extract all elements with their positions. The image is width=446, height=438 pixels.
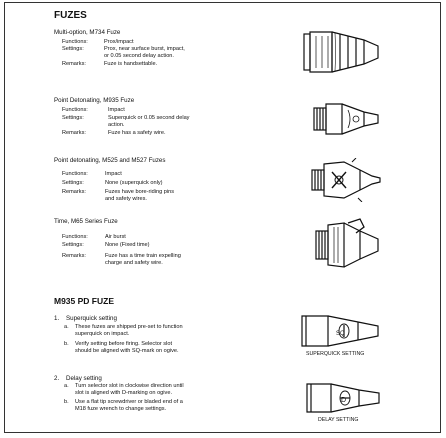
section-title: M935 PD FUZE: [54, 296, 114, 306]
fuze-row-value: and safety wires.: [105, 196, 147, 202]
d-mark: D: [341, 397, 346, 404]
fuze-row-value: or 0.05 second delay action.: [104, 53, 174, 59]
fuze-name: Point detonating, M525 and M527 Fuzes: [54, 157, 166, 164]
fuze-row-value: Impact: [105, 171, 122, 177]
page-title: FUZES: [54, 10, 87, 21]
fuze-row-label: Remarks:: [62, 61, 86, 67]
fuze-row-label: Functions:: [62, 107, 88, 113]
fuze-row-label: Functions:: [62, 234, 88, 240]
delay-caption: DELAY SETTING: [318, 417, 359, 423]
item-text: Use a flat tip screwdriver or bladed end…: [75, 399, 183, 405]
fuze-row-label: Functions:: [62, 171, 88, 177]
fuze-row-value: Superquick or 0.05 second delay: [108, 115, 190, 121]
fuze-row-value: None (Fixed time): [105, 242, 150, 248]
step-title: Delay setting: [66, 375, 102, 382]
fuze-row-label: Settings:: [62, 242, 84, 248]
item-letter: b.: [64, 399, 69, 405]
fuze-row-value: action.: [108, 122, 125, 128]
item-letter: a.: [64, 324, 69, 330]
m734-fuze-drawing: [303, 31, 379, 73]
m525-fuze-drawing: [311, 158, 381, 202]
item-text: should be aligned with SQ-mark on ogive.: [75, 348, 179, 354]
superquick-setting-drawing: SQ: [301, 315, 379, 347]
fuze-row-label: Remarks:: [62, 253, 86, 259]
sq-mark: SQ: [336, 331, 345, 337]
fuze-name: Multi-option, M734 Fuze: [54, 29, 121, 36]
item-text: M18 fuze wrench to change settings.: [75, 406, 167, 412]
fuze-row-label: Settings:: [62, 115, 84, 121]
fuze-row-value: Prox, near surface burst, impact,: [104, 46, 185, 52]
fuze-row-value: Impact: [108, 107, 125, 113]
m935-fuze-drawing: [313, 103, 379, 135]
step-number: 1.: [54, 315, 60, 322]
fuze-row-value: Fuze is handsettable.: [104, 61, 158, 67]
m65-fuze-drawing: [315, 218, 379, 268]
superquick-caption: SUPERQUICK SETTING: [306, 351, 365, 357]
item-text: superquick on impact.: [75, 331, 130, 337]
fuze-row-label: Remarks:: [62, 130, 86, 136]
item-letter: a.: [64, 383, 69, 389]
fuze-row-value: Fuze has a time train expelling: [105, 253, 181, 259]
item-text: Verify setting before firing. Selector s…: [75, 341, 173, 347]
fuze-row-value: Air burst: [105, 234, 126, 240]
fuze-row-value: Fuzes have bore-riding pins: [105, 189, 175, 195]
fuze-row-label: Settings:: [62, 46, 84, 52]
fuze-name: Time, M65 Series Fuze: [54, 218, 118, 225]
step-number: 2.: [54, 375, 60, 382]
item-text: slot is aligned with D-marking on ogive.: [75, 390, 173, 396]
fuze-row-value: charge and safety wire.: [105, 260, 163, 266]
fuze-row-label: Settings:: [62, 180, 84, 186]
page-frame: [4, 2, 441, 433]
fuze-row-label: Functions:: [62, 39, 88, 45]
fuze-row-label: Remarks:: [62, 189, 86, 195]
fuze-row-value: Fuze has a safety wire.: [108, 130, 166, 136]
fuze-name: Point Detonating, M935 Fuze: [54, 97, 135, 104]
fuze-row-value: Prox/impact: [104, 39, 134, 45]
step-title: Superquick setting: [66, 315, 117, 322]
item-text: These fuzes are shipped pre-set to funct…: [75, 324, 183, 330]
fuze-row-value: None (superquick only): [105, 180, 163, 186]
item-letter: b.: [64, 341, 69, 347]
item-text: Turn selector slot in clockwise directio…: [75, 383, 184, 389]
delay-setting-drawing: D: [306, 383, 380, 413]
